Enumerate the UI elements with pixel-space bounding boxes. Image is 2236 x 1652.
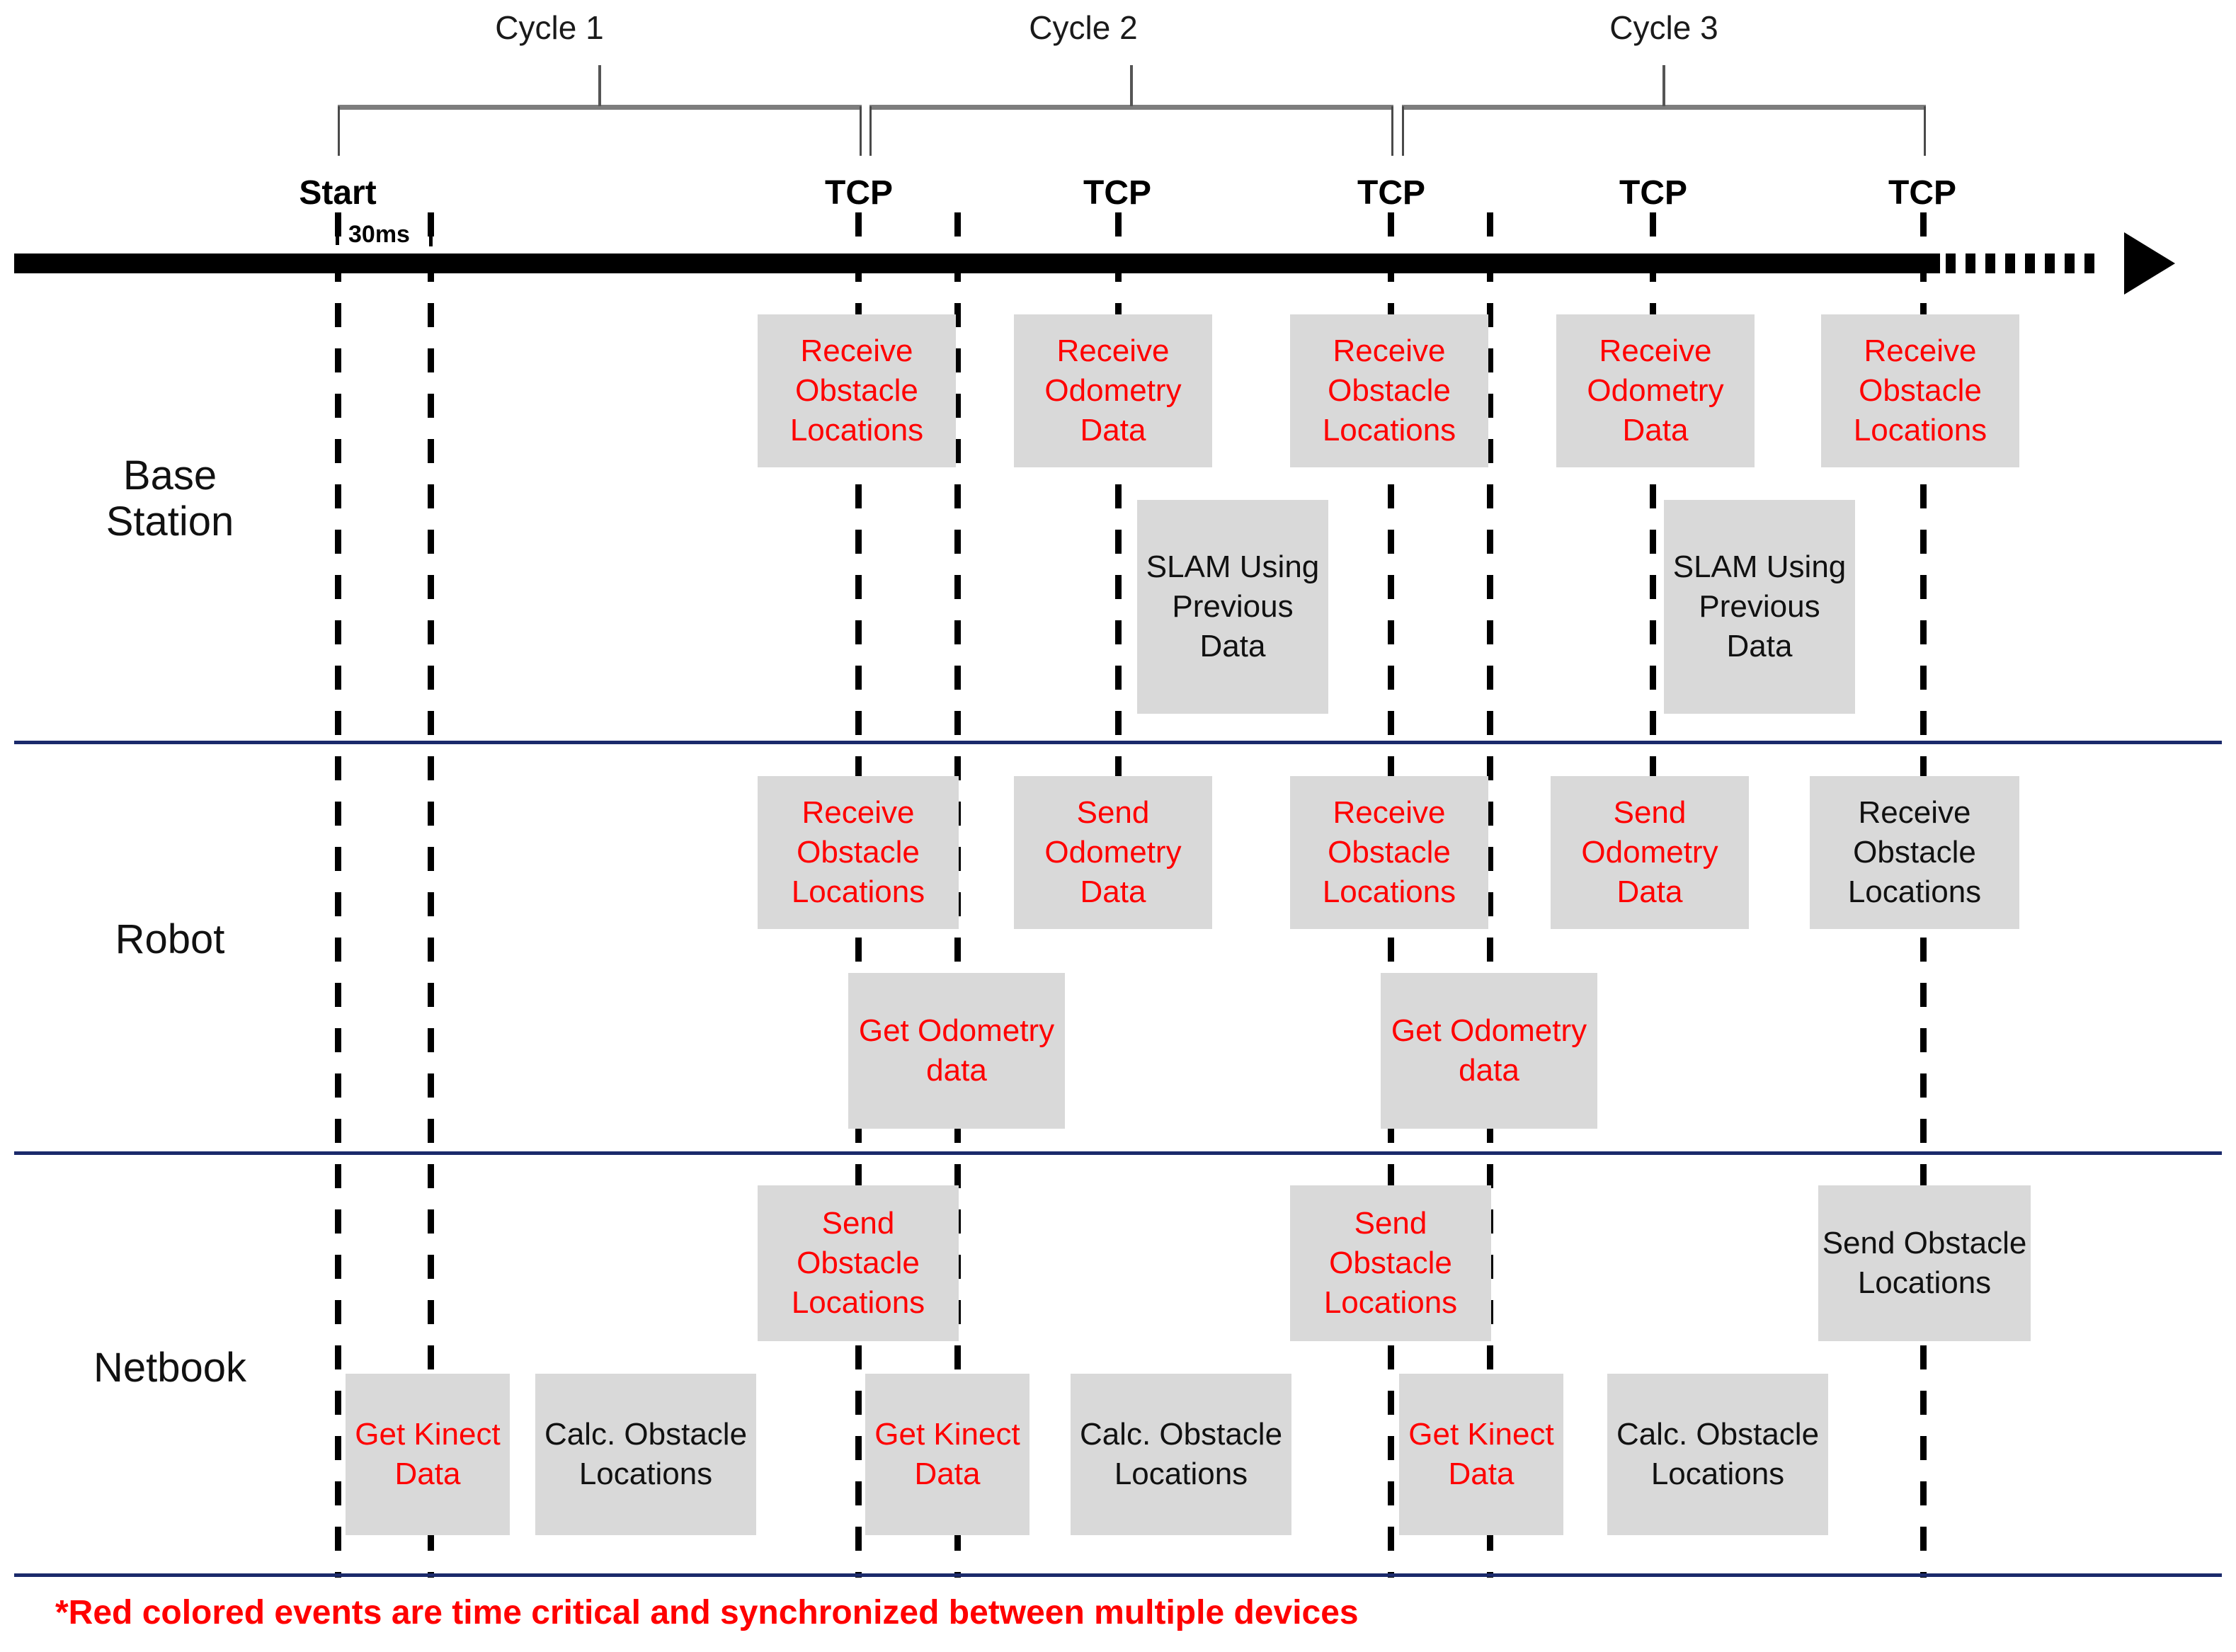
guide-line-4 [1487, 212, 1493, 1578]
activity-box: SLAM Using Previous Data [1137, 500, 1328, 714]
timeline-marker-tcp-1: TCP [825, 174, 893, 212]
time-axis-arrowhead [2124, 232, 2175, 295]
lane-separator-robot-netbook [14, 1151, 2222, 1155]
time-axis-dotted-tail [1946, 254, 2123, 273]
cycle-bracket-1 [338, 65, 862, 156]
bracket-end-right [1924, 106, 1926, 156]
guide-line-30ms [428, 212, 434, 1578]
cycle-label-1: Cycle 1 [495, 9, 604, 46]
bracket-span [1402, 105, 1926, 110]
cycle-label-3: Cycle 3 [1609, 9, 1718, 46]
timeline-marker-start: Start [299, 174, 377, 212]
activity-box: Receive Obstacle Locations [1821, 314, 2019, 467]
activity-box: Get Kinect Data [346, 1374, 510, 1535]
lane-title-netbook: Netbook [93, 1345, 247, 1391]
activity-box: Calc. Obstacle Locations [535, 1374, 756, 1535]
guide-line-start [335, 212, 341, 1578]
timeline-marker-tcp-3: TCP [1357, 174, 1425, 212]
activity-box: Send Obstacle Locations [1290, 1185, 1491, 1341]
activity-box: Get Kinect Data [1399, 1374, 1563, 1535]
activity-box: Calc. Obstacle Locations [1607, 1374, 1828, 1535]
activity-box: Get Odometry data [1381, 973, 1597, 1129]
bracket-end-left [869, 106, 872, 156]
timeline-marker-tcp-4: TCP [1619, 174, 1687, 212]
bracket-end-right [860, 106, 862, 156]
lane-separator-bottom [14, 1573, 2222, 1577]
activity-box: SLAM Using Previous Data [1664, 500, 1855, 714]
bracket-end-left [338, 106, 340, 156]
activity-box: Send Odometry Data [1551, 776, 1749, 929]
interval-label-30ms: 30ms [348, 221, 410, 248]
bracket-span [869, 105, 1393, 110]
bracket-end-left [1402, 106, 1404, 156]
cycle-bracket-2 [869, 65, 1393, 156]
bracket-tick [598, 65, 601, 106]
bracket-tick [1130, 65, 1133, 106]
activity-box: Receive Obstacle Locations [1810, 776, 2019, 929]
legend-footnote: *Red colored events are time critical an… [55, 1594, 1359, 1631]
activity-box: Receive Odometry Data [1556, 314, 1755, 467]
bracket-tick [1662, 65, 1665, 106]
lane-title-robot: Robot [115, 916, 225, 962]
activity-box: Send Obstacle Locations [1818, 1185, 2031, 1341]
cycle-label-2: Cycle 2 [1029, 9, 1138, 46]
activity-box: Send Odometry Data [1014, 776, 1212, 929]
activity-box: Get Odometry data [848, 973, 1065, 1129]
activity-box: Receive Obstacle Locations [758, 314, 956, 467]
guide-line-tcp-2 [1115, 212, 1122, 935]
cycle-bracket-3 [1402, 65, 1926, 156]
activity-box: Receive Obstacle Locations [1290, 314, 1488, 467]
bracket-end-right [1391, 106, 1393, 156]
activity-box: Calc. Obstacle Locations [1071, 1374, 1291, 1535]
lane-separator-base-robot [14, 741, 2222, 744]
bracket-span [338, 105, 862, 110]
activity-box: Get Kinect Data [865, 1374, 1029, 1535]
lane-title-base-station: Base Station [105, 452, 234, 545]
activity-box: Receive Obstacle Locations [758, 776, 959, 929]
activity-box: Receive Odometry Data [1014, 314, 1212, 467]
activity-box: Send Obstacle Locations [758, 1185, 959, 1341]
guide-line-tcp-4 [1650, 212, 1656, 935]
timeline-marker-tcp-5: TCP [1888, 174, 1956, 212]
activity-box: Receive Obstacle Locations [1290, 776, 1488, 929]
timeline-marker-tcp-2: TCP [1083, 174, 1151, 212]
